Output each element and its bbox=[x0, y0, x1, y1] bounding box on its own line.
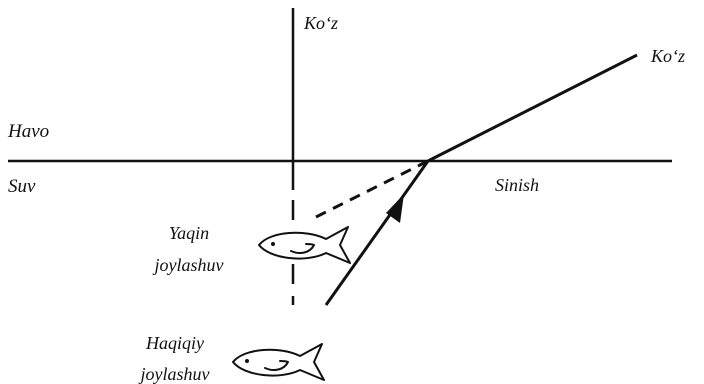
label-eye-top: Ko‘z bbox=[303, 13, 338, 33]
arrowhead-icon bbox=[386, 194, 404, 223]
label-water: Suv bbox=[8, 176, 36, 197]
fish-icon bbox=[258, 226, 351, 264]
label-air: Havo bbox=[7, 121, 49, 142]
refracted-ray-air bbox=[427, 53, 638, 163]
label-refraction: Sinish bbox=[495, 175, 539, 195]
label-eye-right: Ko‘z bbox=[650, 46, 685, 66]
label-apparent-line1: Yaqin bbox=[169, 223, 209, 243]
label-real-line2: joylashuv bbox=[139, 364, 210, 384]
incident-ray-water bbox=[324, 160, 430, 306]
label-apparent-line2: joylashuv bbox=[153, 255, 224, 275]
apparent-ray-dashed bbox=[315, 159, 429, 219]
fish-icon bbox=[232, 343, 325, 381]
label-real-line1: Haqiqiy bbox=[145, 333, 204, 353]
